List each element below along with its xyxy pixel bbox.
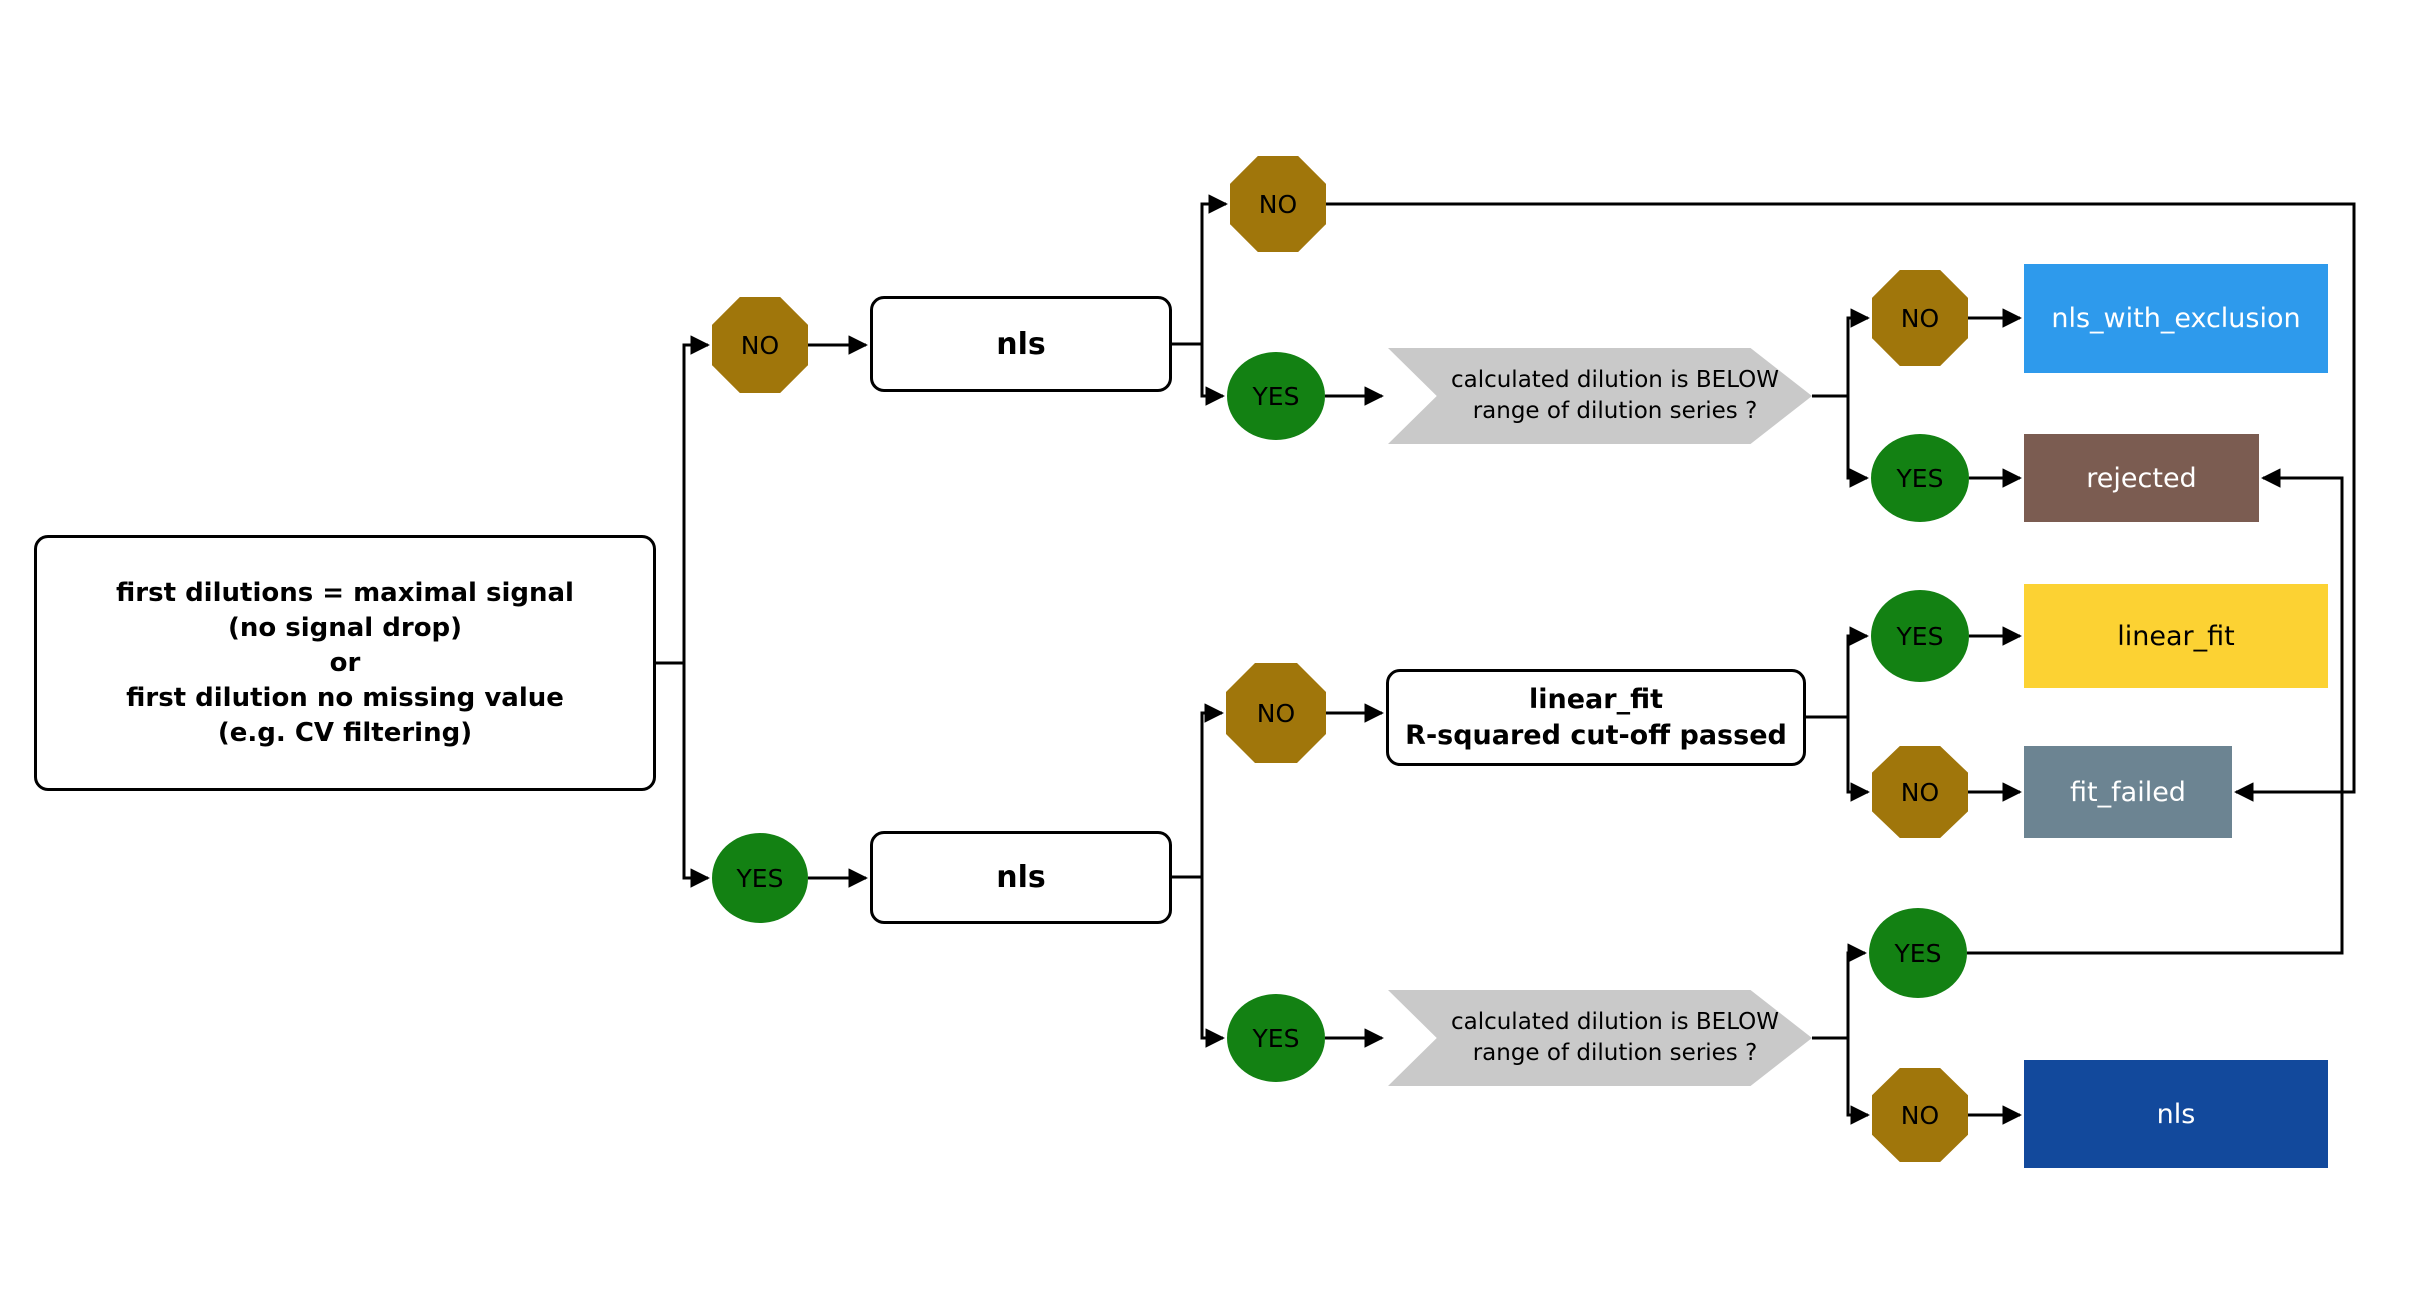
root-condition-line: (e.g. CV filtering) bbox=[217, 717, 473, 748]
decision-no-label: NO bbox=[1900, 1100, 1940, 1130]
decision-no-label: NO bbox=[1900, 303, 1940, 333]
decision-no-root: NO bbox=[712, 297, 808, 393]
result-label: nls_with_exclusion bbox=[2051, 303, 2301, 334]
question-banner-bottom: calculated dilution is BELOW range of di… bbox=[1388, 990, 1812, 1086]
decision-yes-nls-top: YES bbox=[1227, 352, 1325, 440]
decision-no-rsquared: NO bbox=[1872, 746, 1968, 838]
root-condition-line: first dilutions = maximal signal bbox=[116, 577, 574, 608]
decision-no-label: NO bbox=[1258, 189, 1298, 219]
decision-yes-label: YES bbox=[1252, 381, 1300, 411]
root-condition-line: (no signal drop) bbox=[227, 612, 463, 643]
decision-yes-root: YES bbox=[712, 833, 808, 923]
decision-no-below-range-top: NO bbox=[1872, 270, 1968, 366]
decision-yes-label: YES bbox=[1896, 621, 1944, 651]
question-banner-line: calculated dilution is BELOW bbox=[1450, 1009, 1780, 1035]
result-nls-with-exclusion: nls_with_exclusion bbox=[2024, 264, 2328, 373]
decision-no-label: NO bbox=[1900, 777, 1940, 807]
result-rejected: rejected bbox=[2024, 434, 2259, 522]
linear-fit-check-line: R-squared cut-off passed bbox=[1405, 719, 1787, 751]
decision-yes-label: YES bbox=[736, 863, 784, 893]
decision-yes-label: YES bbox=[1894, 938, 1942, 968]
nls-box-bottom: nls bbox=[870, 831, 1172, 924]
decision-no-label: NO bbox=[1256, 698, 1296, 728]
root-condition-line: or bbox=[329, 647, 361, 678]
result-label: rejected bbox=[2086, 462, 2197, 494]
decision-no-below-range-bottom: NO bbox=[1872, 1068, 1968, 1162]
result-nls: nls bbox=[2024, 1060, 2328, 1168]
result-label: linear_fit bbox=[2117, 620, 2235, 652]
result-label: nls bbox=[2156, 1098, 2196, 1130]
decision-yes-rsquared: YES bbox=[1871, 590, 1969, 682]
question-banner-top: calculated dilution is BELOW range of di… bbox=[1388, 348, 1812, 444]
decision-yes-below-range-top: YES bbox=[1871, 434, 1969, 522]
linear-fit-check-line: linear_fit bbox=[1529, 683, 1663, 715]
decision-no-label: NO bbox=[740, 330, 780, 360]
nls-box-top-label: nls bbox=[996, 326, 1046, 362]
question-banner-line: range of dilution series ? bbox=[1472, 398, 1758, 424]
decision-yes-label: YES bbox=[1252, 1023, 1300, 1053]
result-label: fit_failed bbox=[2070, 776, 2186, 808]
root-condition-box: first dilutions = maximal signal (no sig… bbox=[34, 535, 656, 791]
decision-yes-below-range-bottom: YES bbox=[1869, 908, 1967, 998]
decision-no-nls-bottom: NO bbox=[1226, 663, 1326, 763]
decision-no-nls-top: NO bbox=[1230, 156, 1326, 252]
nls-box-bottom-label: nls bbox=[996, 860, 1046, 895]
nls-box-top: nls bbox=[870, 296, 1172, 392]
result-linear-fit: linear_fit bbox=[2024, 584, 2328, 688]
decision-yes-nls-bottom: YES bbox=[1227, 994, 1325, 1082]
result-fit-failed: fit_failed bbox=[2024, 746, 2232, 838]
question-banner-line: calculated dilution is BELOW bbox=[1450, 367, 1780, 393]
decision-yes-label: YES bbox=[1896, 463, 1944, 493]
linear-fit-check-box: linear_fit R-squared cut-off passed bbox=[1386, 669, 1806, 766]
root-condition-line: first dilution no missing value bbox=[126, 682, 564, 713]
question-banner-line: range of dilution series ? bbox=[1472, 1040, 1758, 1066]
